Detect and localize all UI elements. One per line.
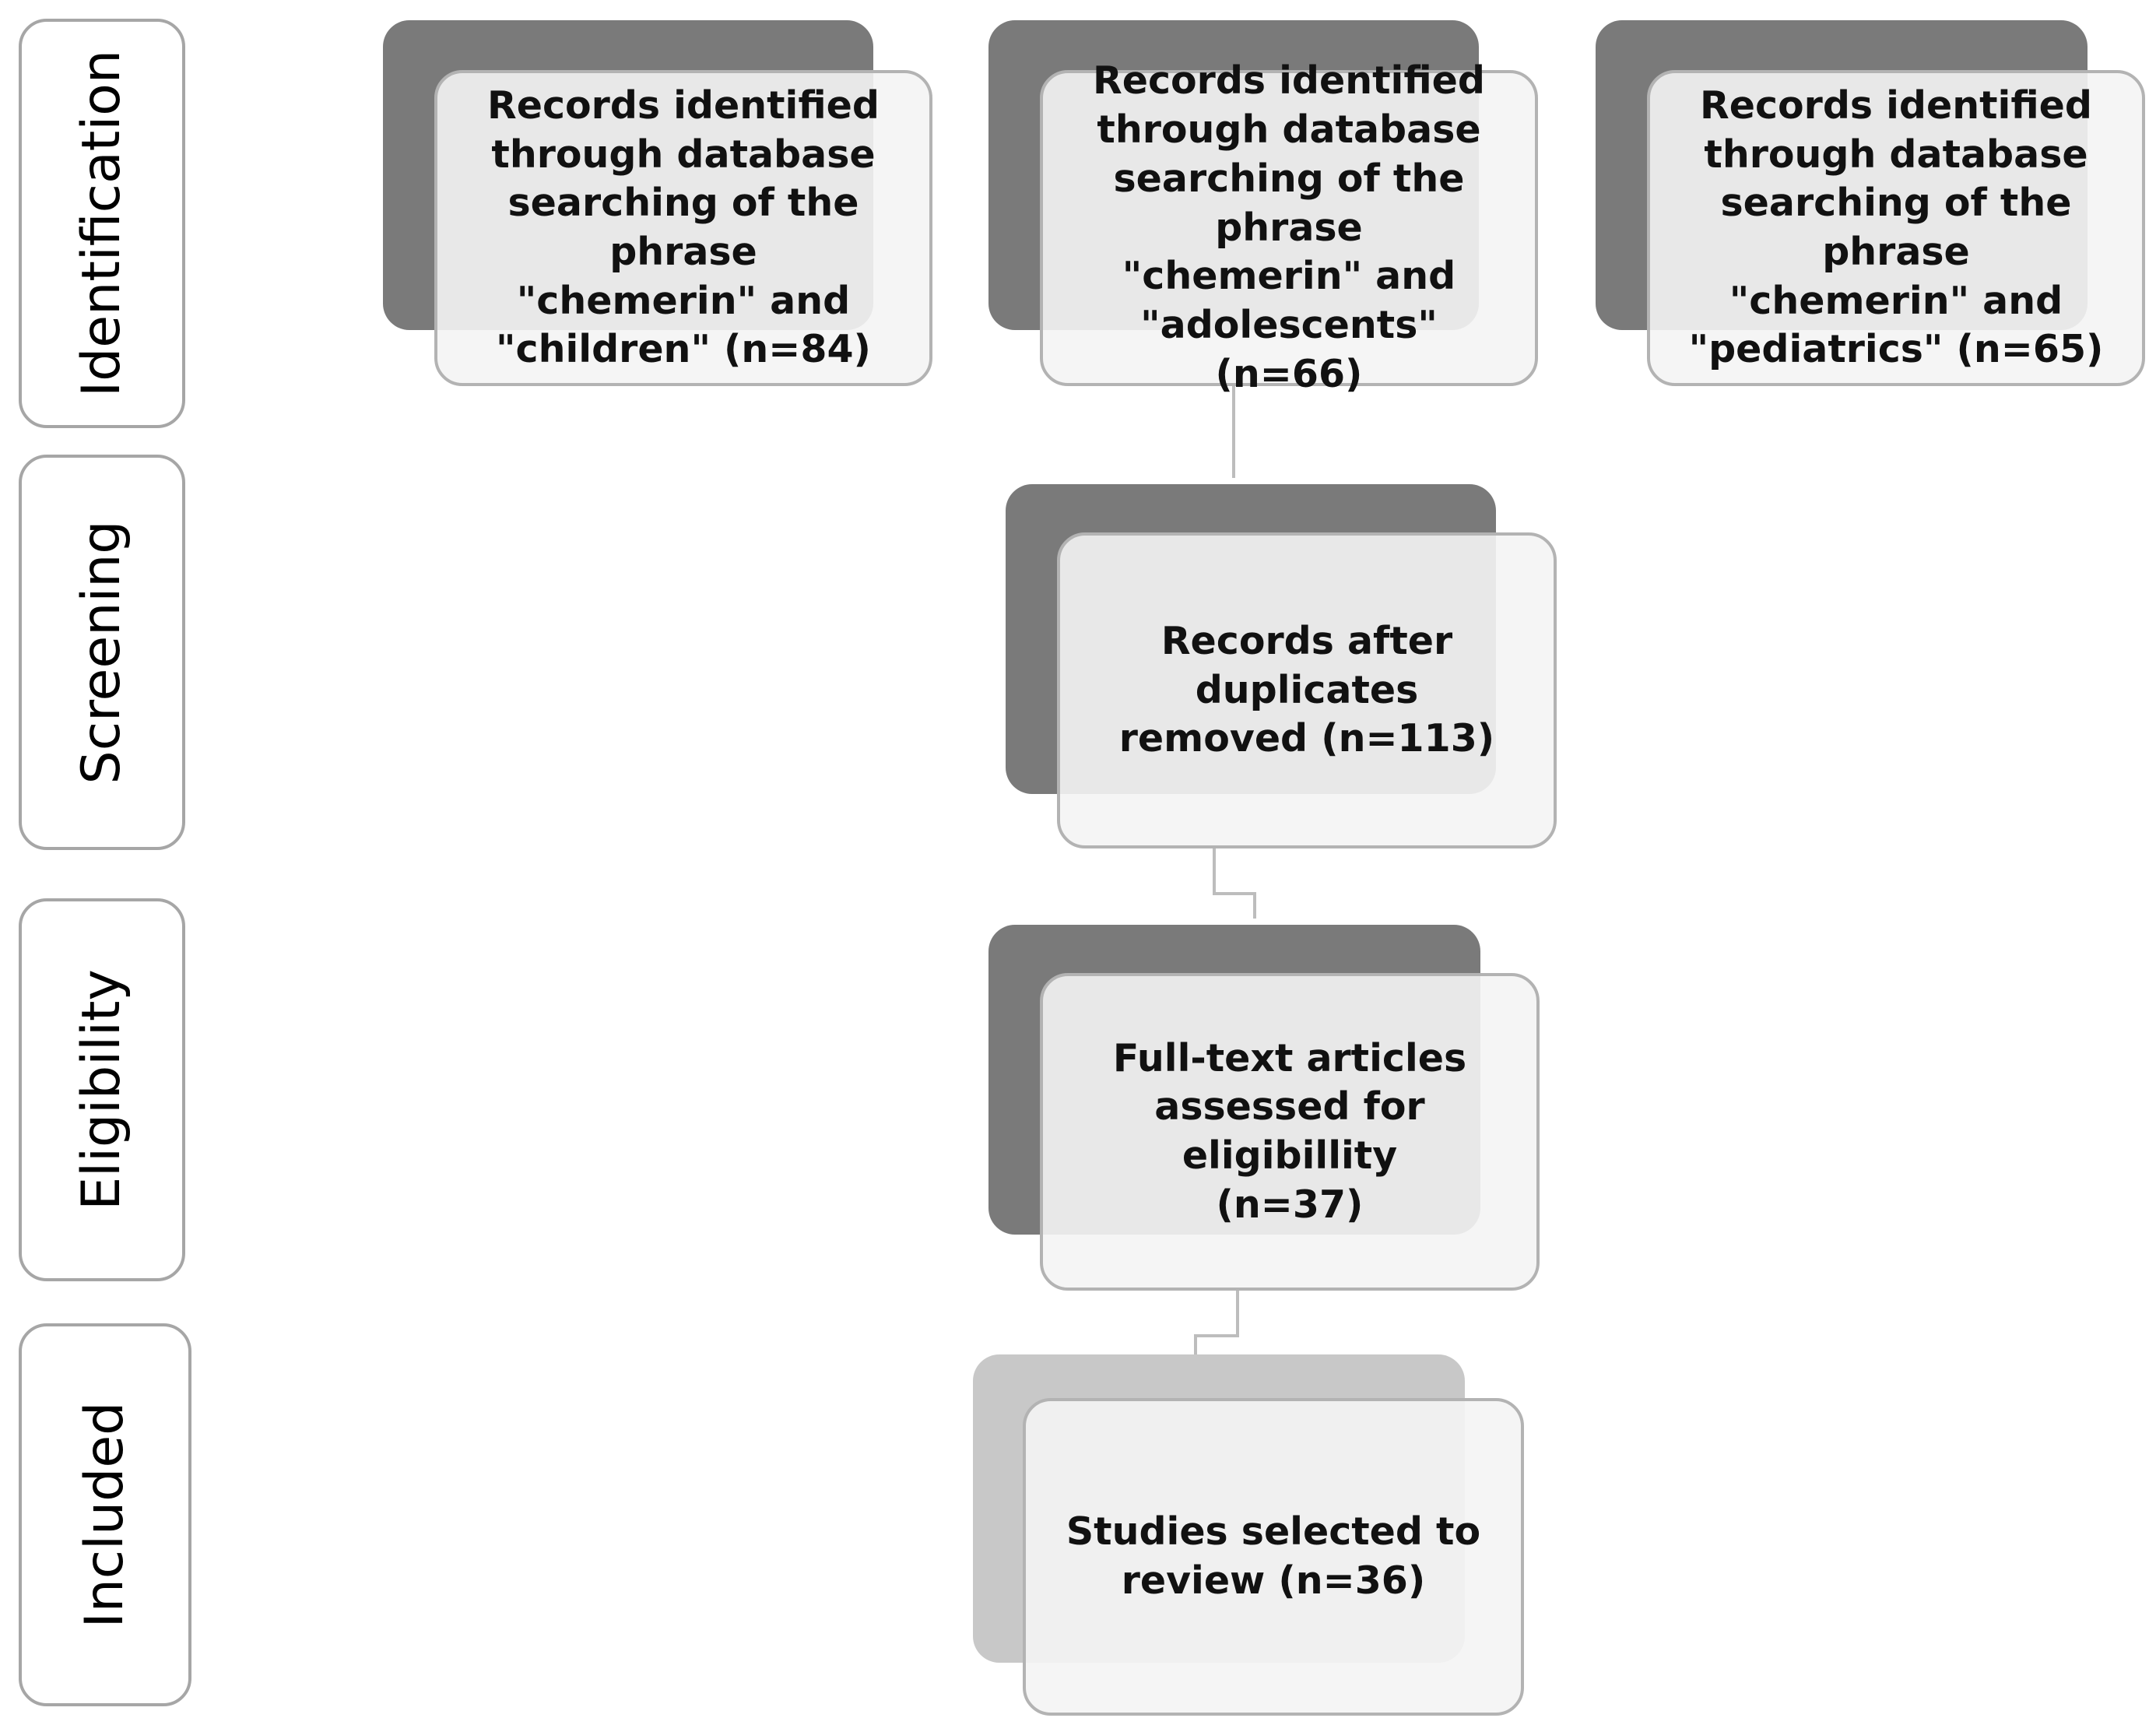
stage-included: Included — [19, 1323, 191, 1706]
record-box-pediatrics: Records identified through database sear… — [1647, 70, 2145, 386]
stage-identification: Identification — [19, 19, 185, 428]
record-box-children-text: Records identified through database sear… — [487, 83, 880, 372]
studies-selected-text: Studies selected to review (n=36) — [1066, 1509, 1481, 1603]
stage-screening-label: Screening — [71, 520, 132, 785]
record-box-adolescents: Records identified through database sear… — [1040, 58, 1538, 396]
connector-eligibility-included — [1194, 1291, 1239, 1354]
studies-selected-box: Studies selected to review (n=36) — [1023, 1398, 1524, 1716]
full-text-box-text: Full-text articles assessed for eligibil… — [1112, 1035, 1467, 1227]
stage-screening: Screening — [19, 455, 185, 850]
duplicates-removed-text: Records after duplicates removed (n=113) — [1118, 618, 1495, 761]
duplicates-removed-box: Records after duplicates removed (n=113) — [1057, 532, 1557, 848]
stage-included-label: Included — [74, 1401, 135, 1628]
stage-identification-label: Identification — [71, 50, 132, 397]
stage-eligibility-label: Eligibility — [71, 969, 132, 1210]
record-box-pediatrics-text: Records identified through database sear… — [1688, 83, 2104, 372]
stage-eligibility: Eligibility — [19, 898, 185, 1281]
full-text-box: Full-text articles assessed for eligibil… — [1040, 973, 1540, 1291]
record-box-adolescents-text: Records identified through database sear… — [1093, 58, 1485, 396]
record-box-children: Records identified through database sear… — [434, 70, 932, 386]
connector-screening-eligibility — [1213, 847, 1256, 919]
